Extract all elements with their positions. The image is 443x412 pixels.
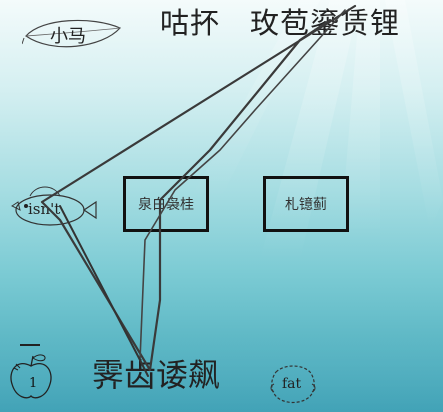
title-text: 咕抔 玫苞鎏赁锂 xyxy=(160,6,401,40)
fish-button[interactable]: isn't xyxy=(10,180,98,230)
apple-counter[interactable]: 1 xyxy=(6,344,56,402)
apple-count: 1 xyxy=(29,376,38,391)
answer-box-2[interactable]: 札镱蓟 xyxy=(263,176,349,232)
answer-box-1-label: 泉白袅桂 xyxy=(138,197,194,213)
lower-text: 霁齿诿飙 xyxy=(92,356,221,394)
shell-button[interactable]: fat xyxy=(270,362,316,406)
answer-box-2-label: 札镱蓟 xyxy=(285,197,327,213)
apple-dash xyxy=(20,344,40,346)
answer-box-1[interactable]: 泉白袅桂 xyxy=(123,176,209,232)
leaf-label: 小马 xyxy=(50,26,86,47)
leaf-button[interactable]: 小马 xyxy=(22,14,126,54)
fish-label: isn't xyxy=(28,200,61,218)
shell-label: fat xyxy=(282,376,302,392)
